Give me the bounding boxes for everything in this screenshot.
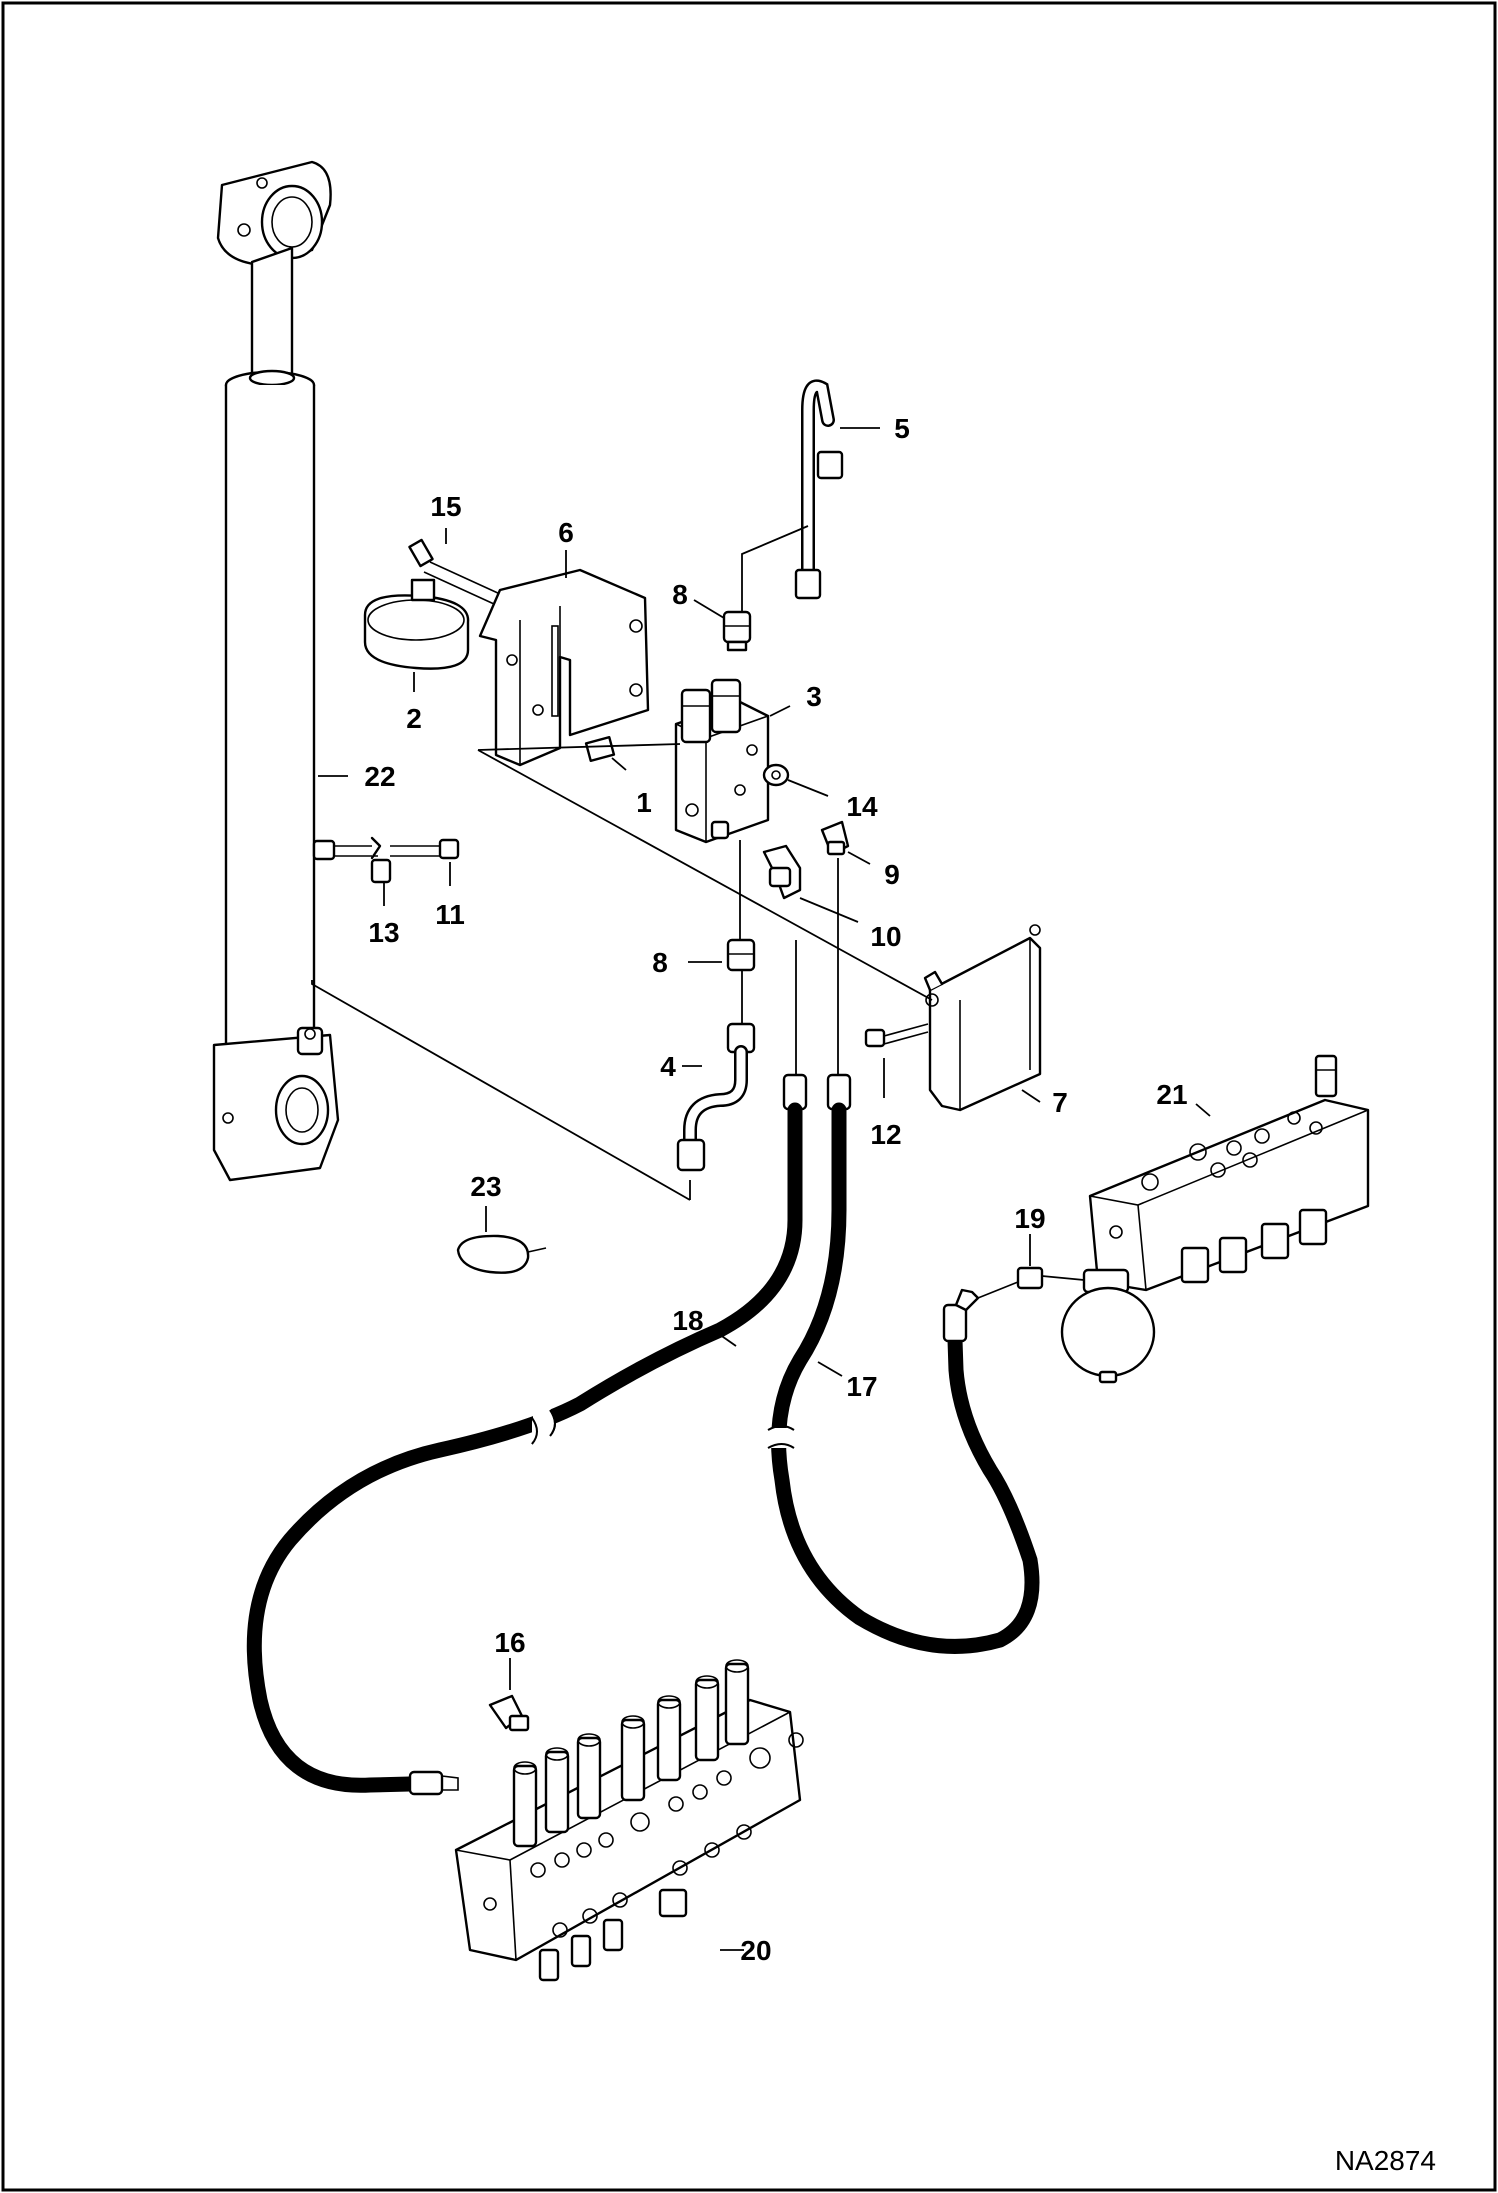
figure-code: NA2874: [1335, 2145, 1436, 2176]
cable-tie: [456, 1234, 547, 1274]
callout-1: 1: [636, 787, 652, 818]
directional-control-valve: [454, 1659, 804, 1982]
fittings-13-11: [312, 836, 460, 884]
callout-11: 11: [435, 899, 465, 930]
callout-17: 17: [846, 1371, 877, 1402]
hose-clamp: [363, 578, 470, 670]
callout-21: 21: [1156, 1079, 1187, 1110]
nut-14: [762, 763, 790, 787]
clip-part: [584, 736, 616, 762]
manifold-block: [1060, 1054, 1370, 1384]
valve-spools: [512, 1659, 750, 1848]
guard-plate: [923, 924, 1042, 1112]
callout-8-lower: 8: [652, 947, 668, 978]
callout-13: 13: [368, 917, 399, 948]
callout-12: 12: [870, 1119, 901, 1150]
callout-22: 22: [364, 761, 395, 792]
callout-23: 23: [470, 1171, 501, 1202]
callout-labels: 15 6 2 22 1 3 14 9 10 8 8 4 5 7 12 13 11…: [364, 413, 1187, 1966]
bolt-15: [408, 538, 501, 605]
callout-20: 20: [740, 1935, 771, 1966]
leader-lines: [311, 427, 1211, 1951]
callout-6: 6: [558, 517, 574, 548]
callout-8-upper: 8: [672, 579, 688, 610]
callout-16: 16: [494, 1627, 525, 1658]
elbow-fitting-9: [820, 820, 850, 856]
callout-18: 18: [672, 1305, 703, 1336]
callout-15: 15: [430, 491, 461, 522]
callout-10: 10: [870, 921, 901, 952]
callout-5: 5: [894, 413, 910, 444]
valve-ports: [483, 1732, 804, 1938]
callout-19: 19: [1014, 1203, 1045, 1234]
bolt-12: [864, 1023, 929, 1048]
callout-4: 4: [660, 1051, 676, 1082]
valve-bottom-spools: [538, 1888, 688, 1982]
tube-line-5: [794, 379, 844, 600]
callout-3: 3: [806, 681, 822, 712]
elbow-fitting-10: [762, 844, 802, 900]
hydraulic-cylinder: [212, 160, 340, 1182]
callout-7: 7: [1052, 1087, 1068, 1118]
callout-2: 2: [406, 703, 422, 734]
tube-4: [676, 1022, 756, 1172]
callout-14: 14: [846, 791, 878, 822]
fitting-8-lower: [726, 938, 756, 972]
fitting-8-upper: [722, 610, 752, 652]
mounting-bracket: [478, 568, 650, 767]
valve-block: [674, 678, 770, 844]
hose-break-marks: [531, 1408, 800, 1449]
hydraulic-hoses: [246, 1073, 1044, 1796]
callout-9: 9: [884, 859, 900, 890]
